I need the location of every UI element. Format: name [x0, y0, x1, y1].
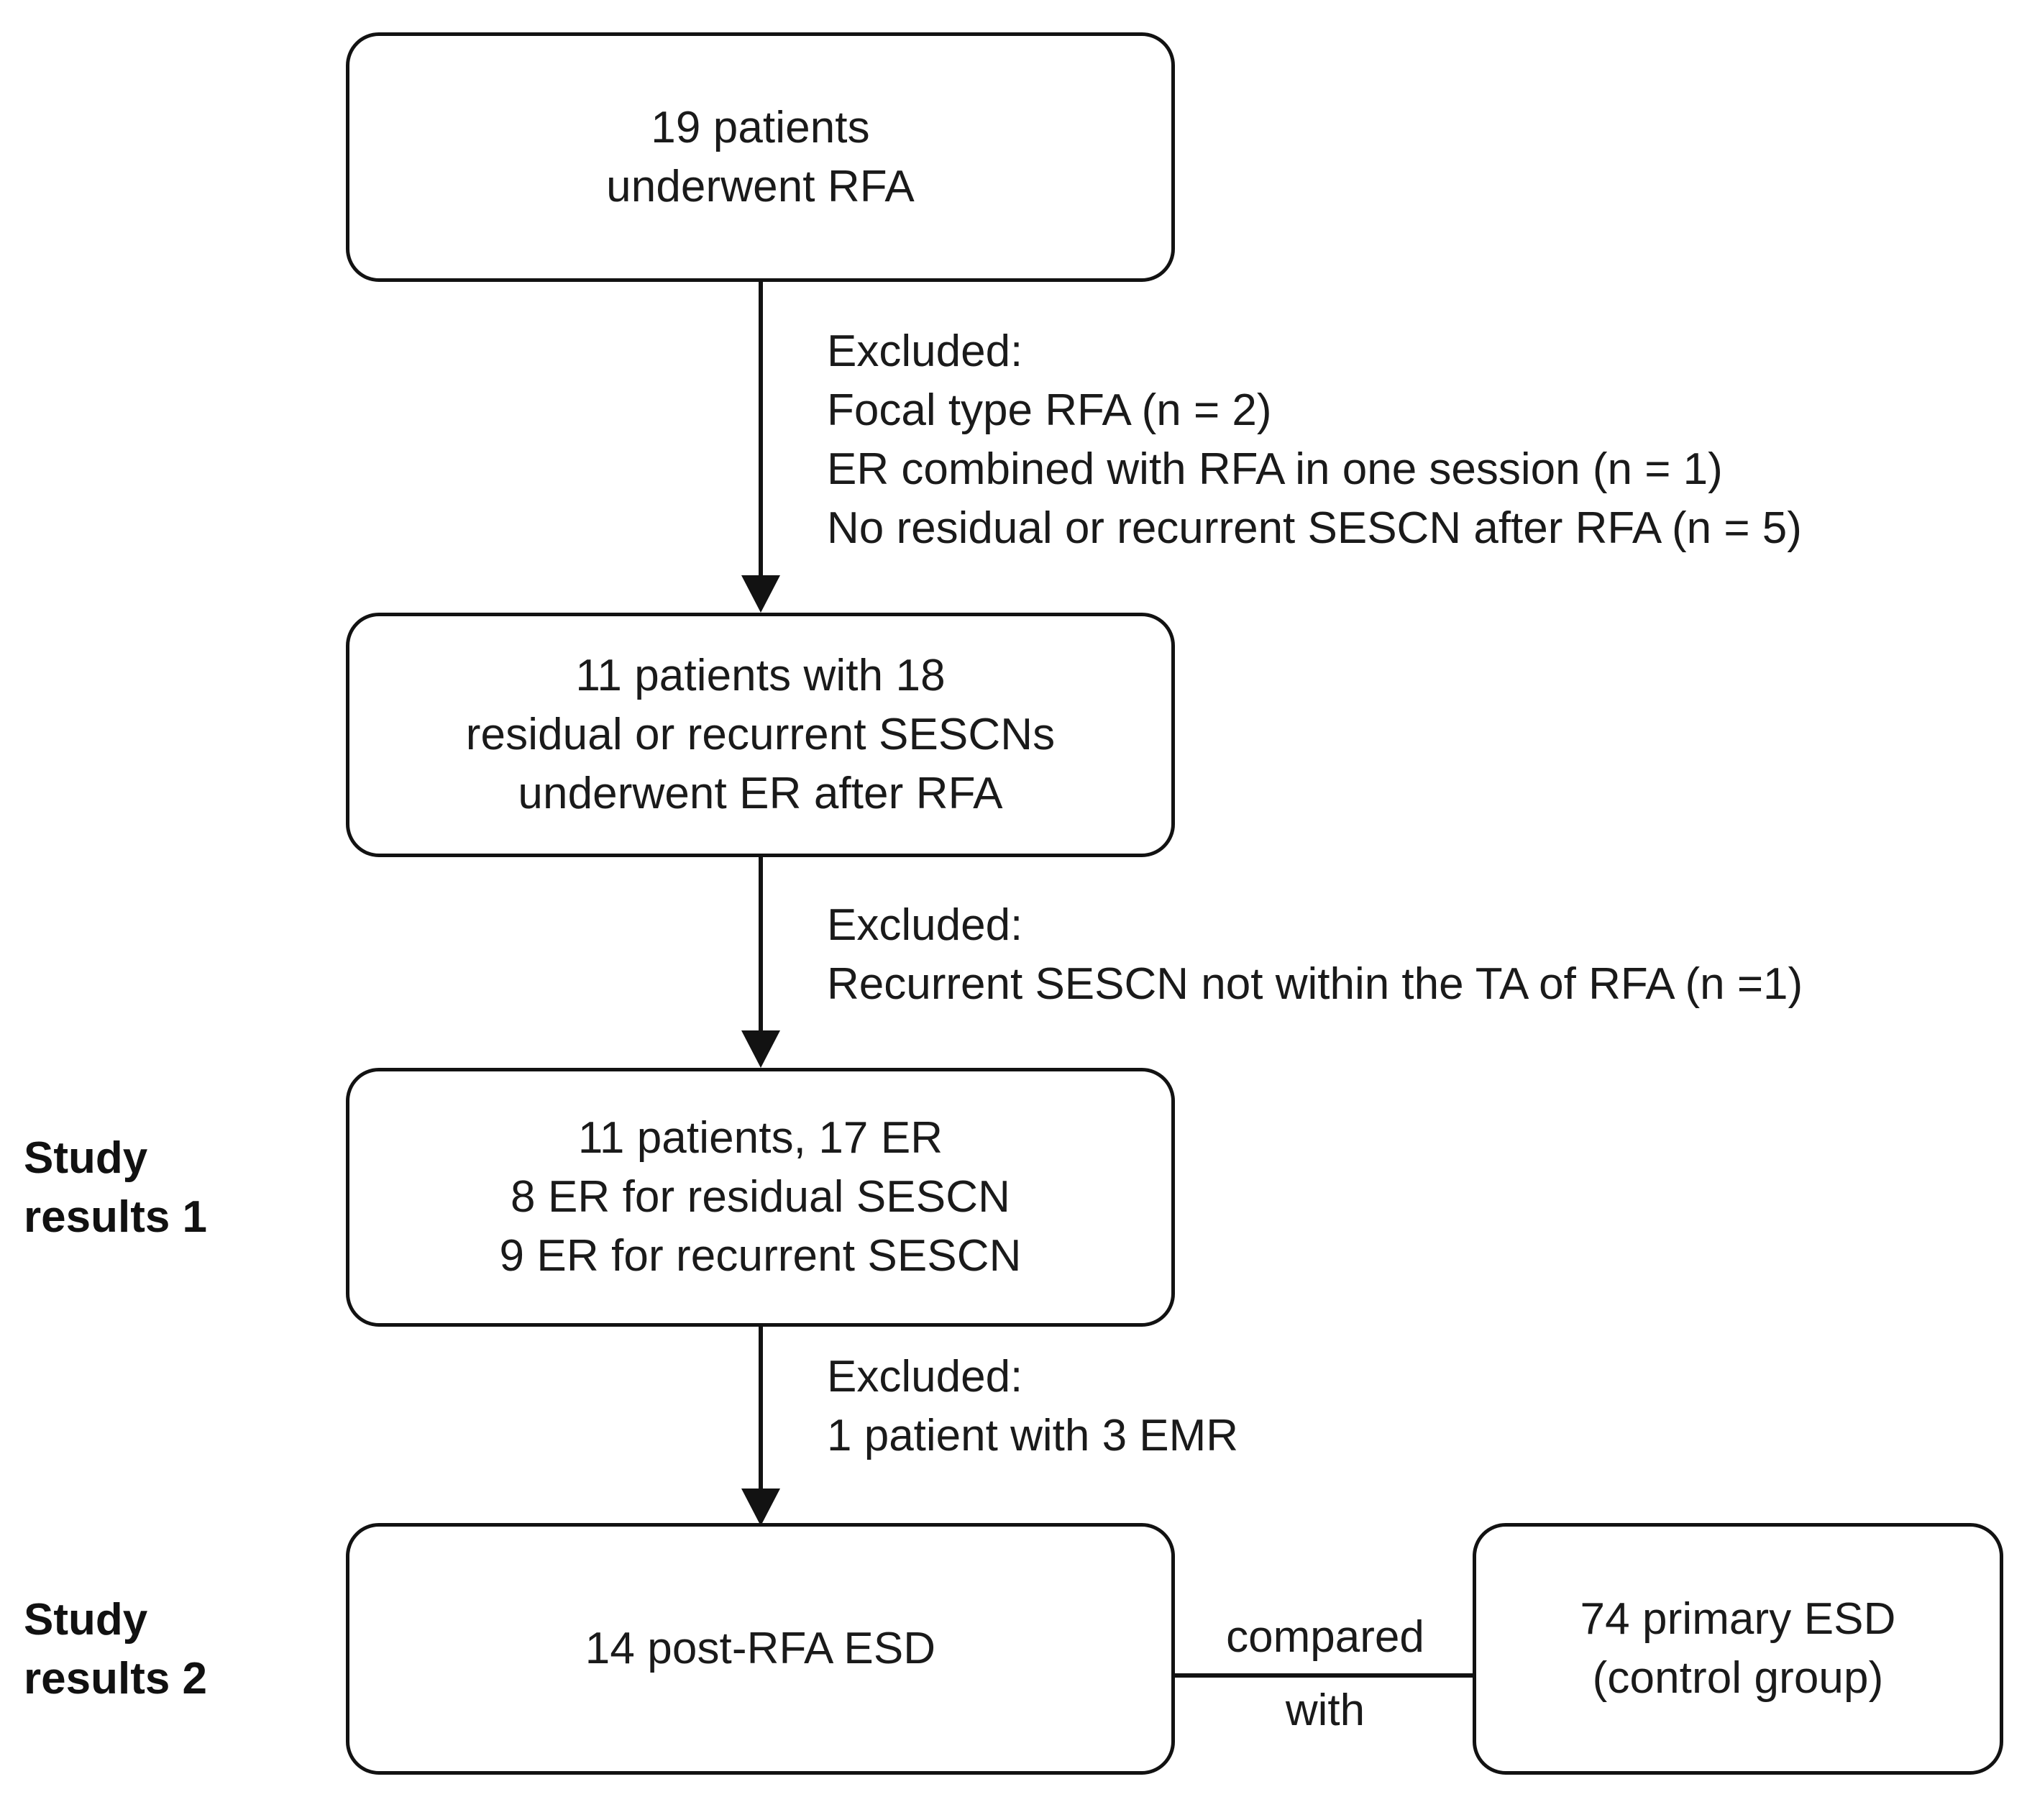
flow-node-14-post-rfa-esd: 14 post-RFA ESD: [346, 1523, 1175, 1775]
comparison-label-bottom: with: [1285, 1686, 1365, 1735]
connector-arrow-3: [741, 1489, 780, 1526]
side-label-study-results-2: Study results 2: [24, 1595, 208, 1704]
comparison-label-top: compared: [1226, 1612, 1424, 1662]
flow-node-label: 14 post-RFA ESD: [585, 1624, 936, 1673]
flow-node-19-patients: 19 patients underwent RFA: [346, 32, 1175, 282]
connector-arrow-1: [741, 575, 780, 613]
connector-line-1: [759, 282, 763, 577]
flow-node-label: 11 patients, 17 ER 8 ER for residual SES…: [499, 1113, 1022, 1281]
flow-node-11-patients-17-er: 11 patients, 17 ER 8 ER for residual SES…: [346, 1068, 1175, 1327]
flow-node-74-primary-esd: 74 primary ESD (control group): [1473, 1523, 2003, 1775]
flow-node-label: 74 primary ESD (control group): [1580, 1594, 1896, 1703]
exclusion-label-1: Excluded: Focal type RFA (n = 2) ER comb…: [827, 326, 1802, 553]
exclusion-label-3: Excluded: 1 patient with 3 EMR: [827, 1352, 1239, 1460]
connector-line-2: [759, 857, 763, 1032]
exclusion-label-2: Excluded: Recurrent SESCN not within the…: [827, 900, 1803, 1009]
flow-node-11-patients-18-sescns: 11 patients with 18 residual or recurren…: [346, 613, 1175, 857]
connector-line-3: [759, 1327, 763, 1490]
flow-node-label: 11 patients with 18 residual or recurren…: [465, 651, 1056, 818]
comparison-connector-line: [1175, 1673, 1474, 1678]
connector-arrow-2: [741, 1030, 780, 1068]
flow-node-label: 19 patients underwent RFA: [606, 102, 915, 211]
side-label-study-results-1: Study results 1: [24, 1133, 208, 1242]
